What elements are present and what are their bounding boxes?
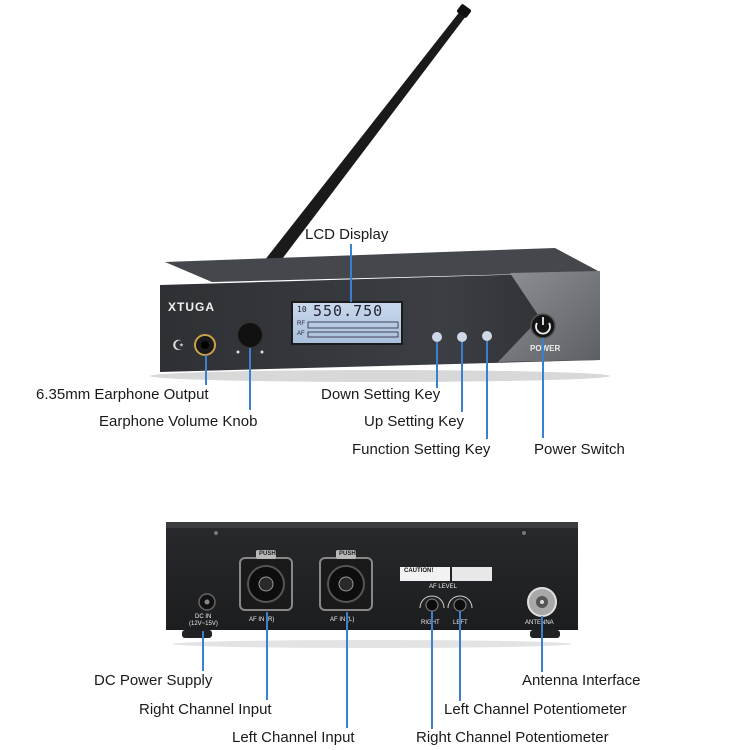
back-unit-illustration — [0, 520, 750, 650]
volume-knob-line — [249, 348, 251, 410]
label-left-pot: Left Channel Potentiometer — [444, 701, 627, 718]
label-lcd-display: LCD Display — [305, 226, 389, 243]
label-volume-knob: Earphone Volume Knob — [99, 413, 258, 430]
lcd-af-label: AF — [297, 331, 305, 337]
right-pot-line — [431, 611, 433, 729]
label-dc-supply: DC Power Supply — [94, 672, 213, 689]
down-key-line — [436, 342, 438, 388]
earphone-output-line — [205, 355, 207, 385]
label-up-key: Up Setting Key — [364, 413, 465, 430]
af-in-r-label: AF IN (R) — [249, 617, 275, 623]
right-input-line — [266, 612, 268, 700]
left-pot-line — [459, 611, 461, 701]
lcd-frequency: 550.750 — [313, 302, 384, 320]
label-antenna-interface: Antenna Interface — [522, 672, 641, 689]
push-tab-r: PUSH — [259, 551, 276, 557]
function-key-line — [486, 341, 488, 439]
front-brand-logo: XTUGA — [168, 300, 215, 314]
label-down-key: Down Setting Key — [321, 386, 441, 403]
push-tab-l: PUSH — [339, 551, 356, 557]
af-level-label: AF LEVEL — [429, 584, 458, 590]
lcd-ch-readout: 10 — [297, 305, 307, 314]
af-in-l-label: AF IN (L) — [330, 617, 355, 623]
antenna-interface-line — [541, 616, 543, 672]
up-key-line — [461, 342, 463, 412]
label-earphone-output: 6.35mm Earphone Output — [36, 386, 209, 403]
dc-supply-line — [202, 631, 204, 671]
dc-voltage-label: (12V~15V) — [189, 621, 218, 627]
lcd-rf-label: RF — [297, 321, 305, 327]
label-right-input: Right Channel Input — [139, 701, 272, 718]
lcd-callout-line — [350, 244, 352, 302]
right-label: RIGHT — [421, 620, 440, 626]
front-unit-illustration — [150, 4, 610, 382]
label-function-key: Function Setting Key — [352, 441, 491, 458]
antenna-label: ANTENNA — [525, 620, 554, 626]
headphone-icon: ☪ — [172, 337, 185, 353]
label-left-input: Left Channel Input — [232, 729, 355, 746]
power-switch-line — [542, 338, 544, 438]
label-power-switch: Power Switch — [534, 441, 625, 458]
left-input-line — [346, 612, 348, 728]
dc-in-label: DC IN — [195, 614, 212, 620]
power-label: POWER — [530, 344, 561, 353]
caution-label: CAUTION! — [404, 568, 434, 574]
label-right-pot: Right Channel Potentiometer — [416, 729, 609, 746]
